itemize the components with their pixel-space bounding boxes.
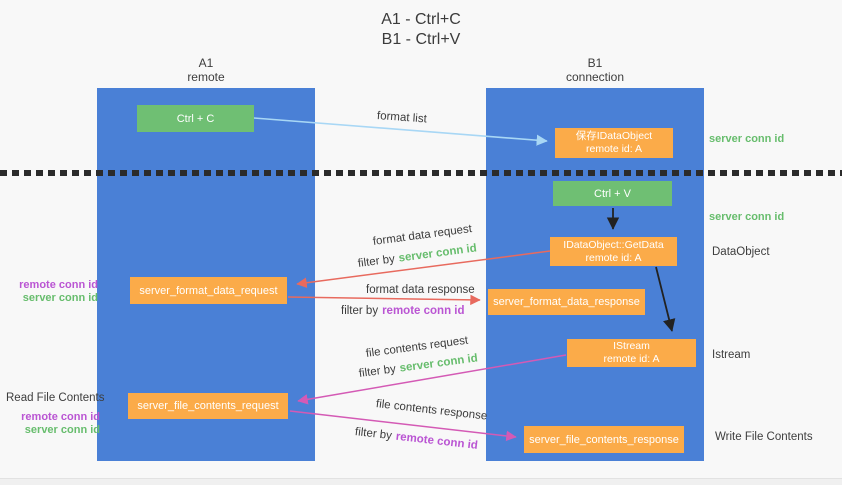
label-server-conn-id-left-1: server conn id <box>22 292 98 304</box>
title-line-1: A1 - Ctrl+C <box>381 11 461 28</box>
node-save-idataobject-line2: remote id: A <box>585 143 643 155</box>
label-server-conn-id-right-mid: server conn id <box>709 211 785 223</box>
window-bottom-edge <box>0 478 842 485</box>
phase-separator-dashed-line <box>0 170 842 176</box>
title-line-2: B1 - Ctrl+V <box>381 31 461 48</box>
node-ctrl-v: Ctrl + V <box>553 181 672 206</box>
label-dataobject: DataObject <box>712 246 770 258</box>
left-conn-id-stack-file: remote conn id server conn id <box>12 411 100 437</box>
node-server-file-contents-request: server_file_contents_request <box>128 393 288 419</box>
label-format-data-response: format data response <box>366 284 475 296</box>
node-server-format-data-response: server_format_data_response <box>488 289 645 315</box>
lane-b1-role: connection <box>565 70 625 84</box>
lane-a1-role: remote <box>187 70 225 84</box>
diagram-title: A1 - Ctrl+C B1 - Ctrl+V <box>0 10 842 50</box>
node-server-format-data-request: server_format_data_request <box>130 277 287 304</box>
server-conn-id-text-2: server conn id <box>398 352 479 375</box>
filter-by-text-1: filter by <box>357 253 396 270</box>
label-server-conn-id-left-2: server conn id <box>24 424 100 436</box>
node-istream: IStream remote id: A <box>567 339 696 367</box>
node-getdata-line2: remote id: A <box>585 251 642 264</box>
filter-by-text-3: filter by <box>358 363 397 380</box>
arrow-format-data-response <box>287 294 481 306</box>
filter-by-text-2: filter by <box>341 305 379 317</box>
label-remote-conn-id-left-2: remote conn id <box>21 411 100 423</box>
node-getdata-line1: IDataObject::GetData <box>563 238 664 251</box>
server-conn-id-text-1: server conn id <box>397 242 478 265</box>
lane-header-a1: A1 remote <box>97 56 315 84</box>
label-read-file-contents: Read File Contents <box>6 392 105 404</box>
node-istream-line1: IStream <box>613 340 650 352</box>
remote-conn-id-text-1: remote conn id <box>382 305 465 317</box>
node-istream-line2: remote id: A <box>603 353 660 365</box>
label-format-list: format list <box>376 110 428 126</box>
node-save-idataobject: 保存IDataObject remote id: A <box>555 128 673 158</box>
remote-conn-id-text-2: remote conn id <box>395 430 479 452</box>
node-server-file-contents-response: server_file_contents_response <box>524 426 684 453</box>
filter-by-text-4: filter by <box>354 426 393 443</box>
node-save-idataobject-line1: 保存IDataObject <box>575 130 653 142</box>
node-ctrl-c: Ctrl + C <box>137 105 254 132</box>
label-istream: Istream <box>712 349 751 361</box>
label-write-file-contents: Write File Contents <box>715 431 813 443</box>
label-server-conn-id-right-top: server conn id <box>709 133 785 145</box>
lane-header-b1: B1 connection <box>486 56 704 84</box>
lane-b1-name: B1 <box>587 56 603 70</box>
label-file-contents-response: file contents response <box>375 398 488 423</box>
lane-a1-name: A1 <box>198 56 214 70</box>
label-remote-conn-id-left-1: remote conn id <box>19 279 98 291</box>
left-conn-id-stack-format: remote conn id server conn id <box>10 279 98 305</box>
node-idataobject-getdata: IDataObject::GetData remote id: A <box>550 237 677 266</box>
